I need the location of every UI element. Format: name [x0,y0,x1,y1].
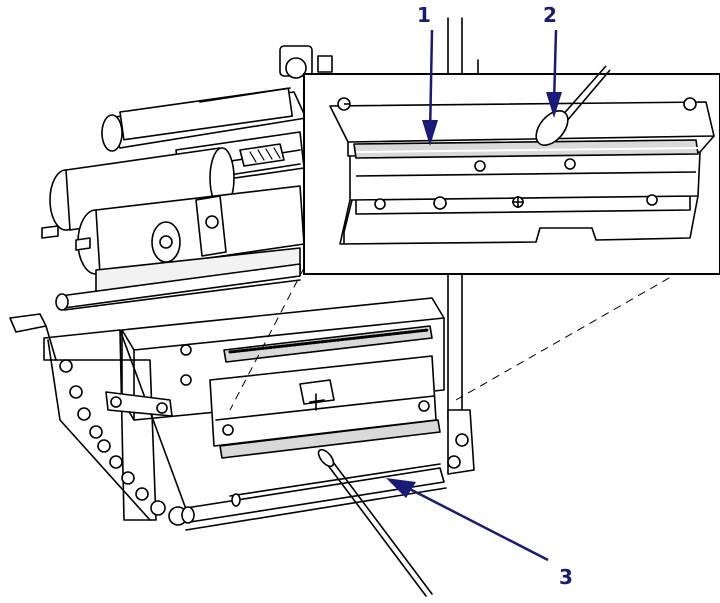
printhead-carriage [122,298,444,458]
callout-3: 3 [386,478,573,589]
callout-label-2: 2 [543,3,557,27]
inset-detail [304,66,720,274]
callout-label-3: 3 [559,565,573,589]
callout-label-1: 1 [417,3,431,27]
cleaning-swab-lower [316,447,432,596]
right-frame [448,410,474,474]
callout-leader-3 [400,484,548,560]
